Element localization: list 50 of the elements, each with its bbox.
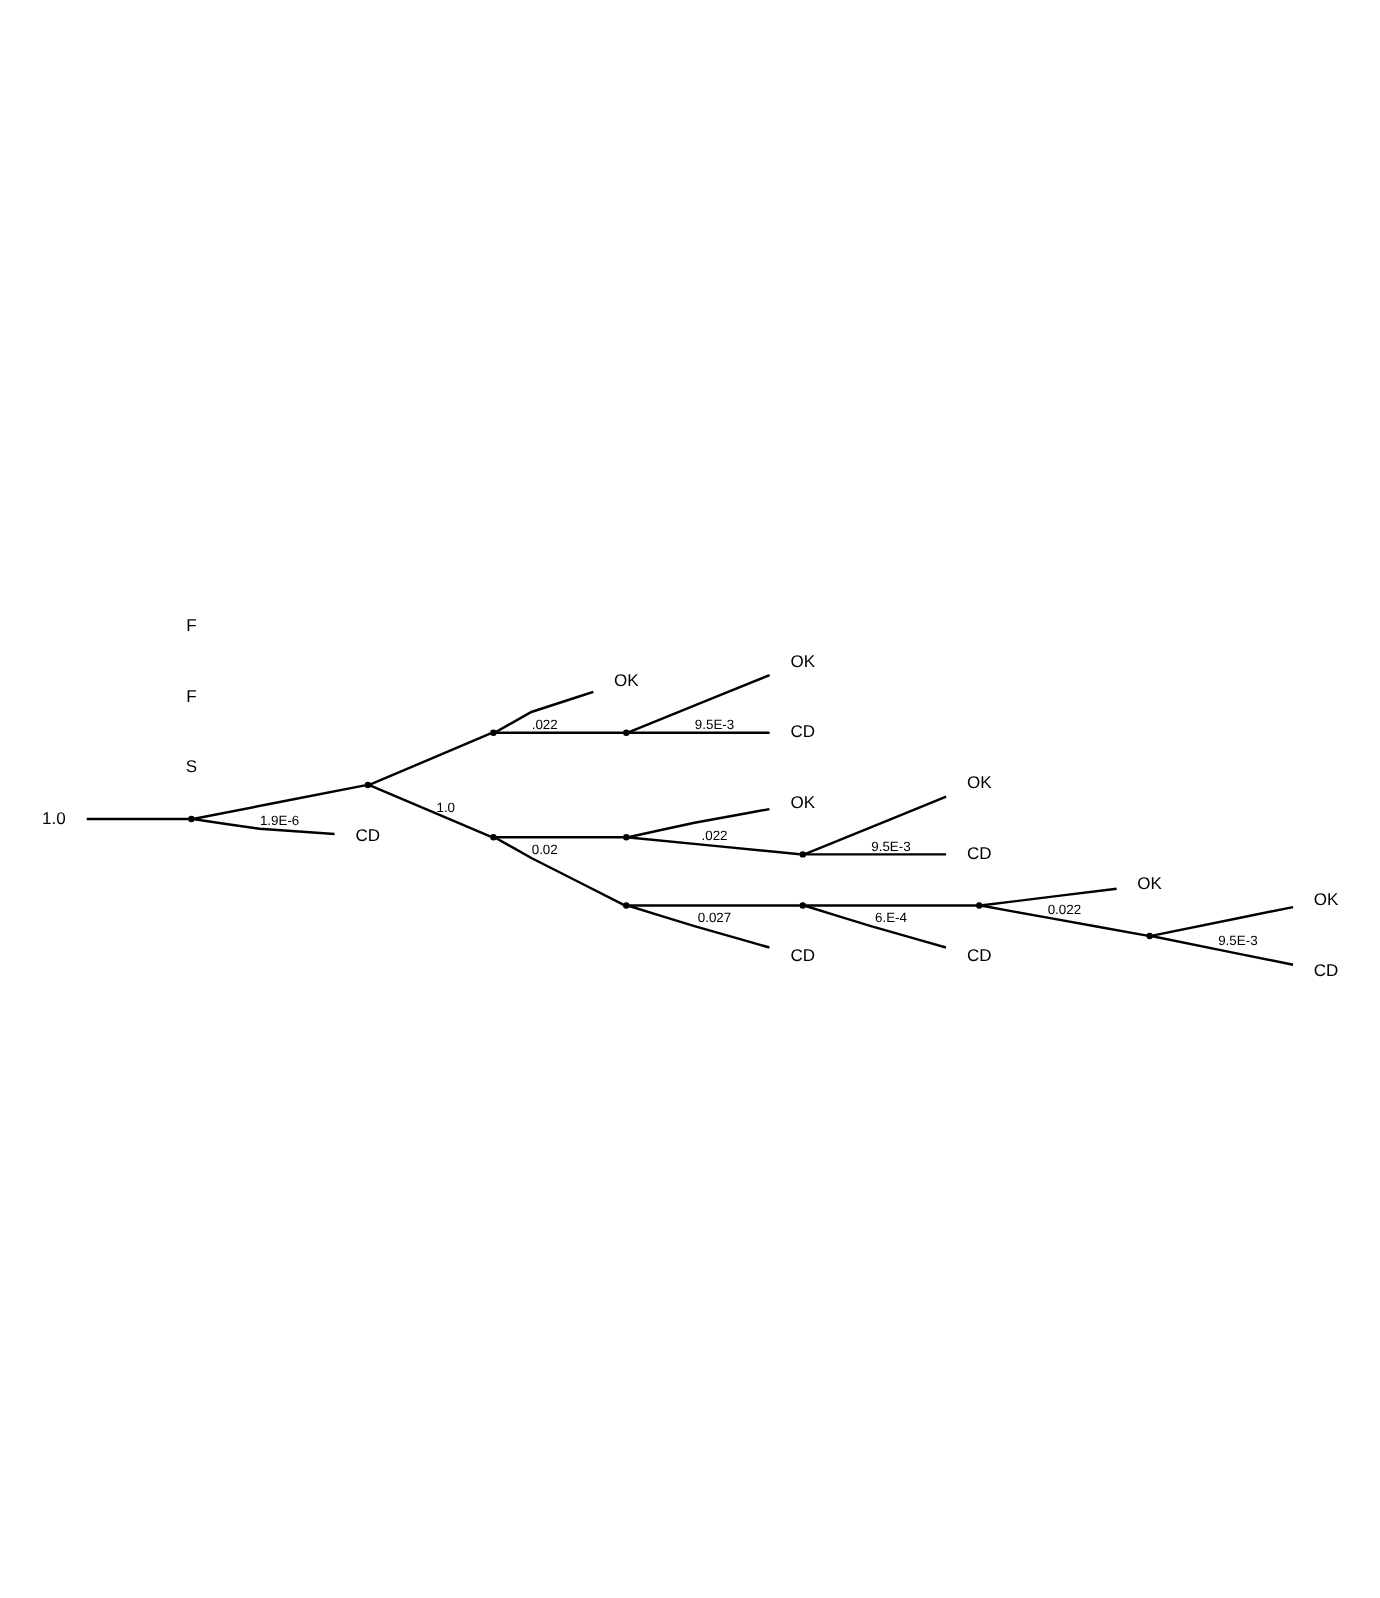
node-point — [623, 902, 630, 909]
node-point — [799, 851, 806, 858]
connector — [982, 887, 1117, 907]
node-point — [188, 815, 195, 823]
connector — [193, 784, 366, 820]
node-point — [1146, 932, 1153, 940]
node-point — [799, 902, 806, 909]
label: F — [186, 615, 197, 636]
connector — [86, 817, 189, 821]
node-text: CD — [966, 945, 992, 966]
node-point — [490, 729, 497, 736]
connector — [370, 784, 492, 838]
node-text: OK — [1137, 873, 1162, 894]
connector — [495, 837, 625, 906]
node-point — [623, 834, 630, 841]
connector — [805, 853, 947, 856]
node-point — [623, 729, 630, 736]
node-text: OK — [966, 772, 992, 793]
connector — [496, 731, 624, 734]
node-text: CD — [790, 945, 816, 966]
connector — [1152, 935, 1294, 966]
node-point — [976, 902, 983, 909]
node-text: OK — [1313, 889, 1339, 910]
connector — [370, 732, 492, 786]
connector — [628, 673, 771, 734]
node-text: 1.0 — [42, 807, 66, 828]
label: S — [185, 756, 198, 777]
connector — [981, 904, 1148, 937]
node-text: OK — [790, 650, 816, 671]
connector — [495, 690, 594, 733]
connector — [805, 904, 947, 949]
connector — [805, 795, 947, 855]
connector — [628, 836, 800, 856]
node-text: CD — [1313, 959, 1339, 980]
node-text: CD — [966, 842, 992, 863]
connector — [629, 904, 800, 907]
connector — [629, 731, 770, 734]
connector — [194, 818, 335, 836]
node-point — [490, 834, 497, 841]
node-text: CD — [355, 824, 381, 845]
node-text: OK — [614, 670, 639, 691]
label: F — [186, 685, 197, 706]
connector — [1152, 905, 1294, 937]
node-text: OK — [790, 791, 816, 812]
connector — [496, 836, 624, 839]
node-text: CD — [790, 721, 816, 742]
connector — [628, 904, 770, 949]
connector — [628, 807, 770, 839]
connector — [805, 904, 977, 907]
node-point — [364, 781, 372, 789]
